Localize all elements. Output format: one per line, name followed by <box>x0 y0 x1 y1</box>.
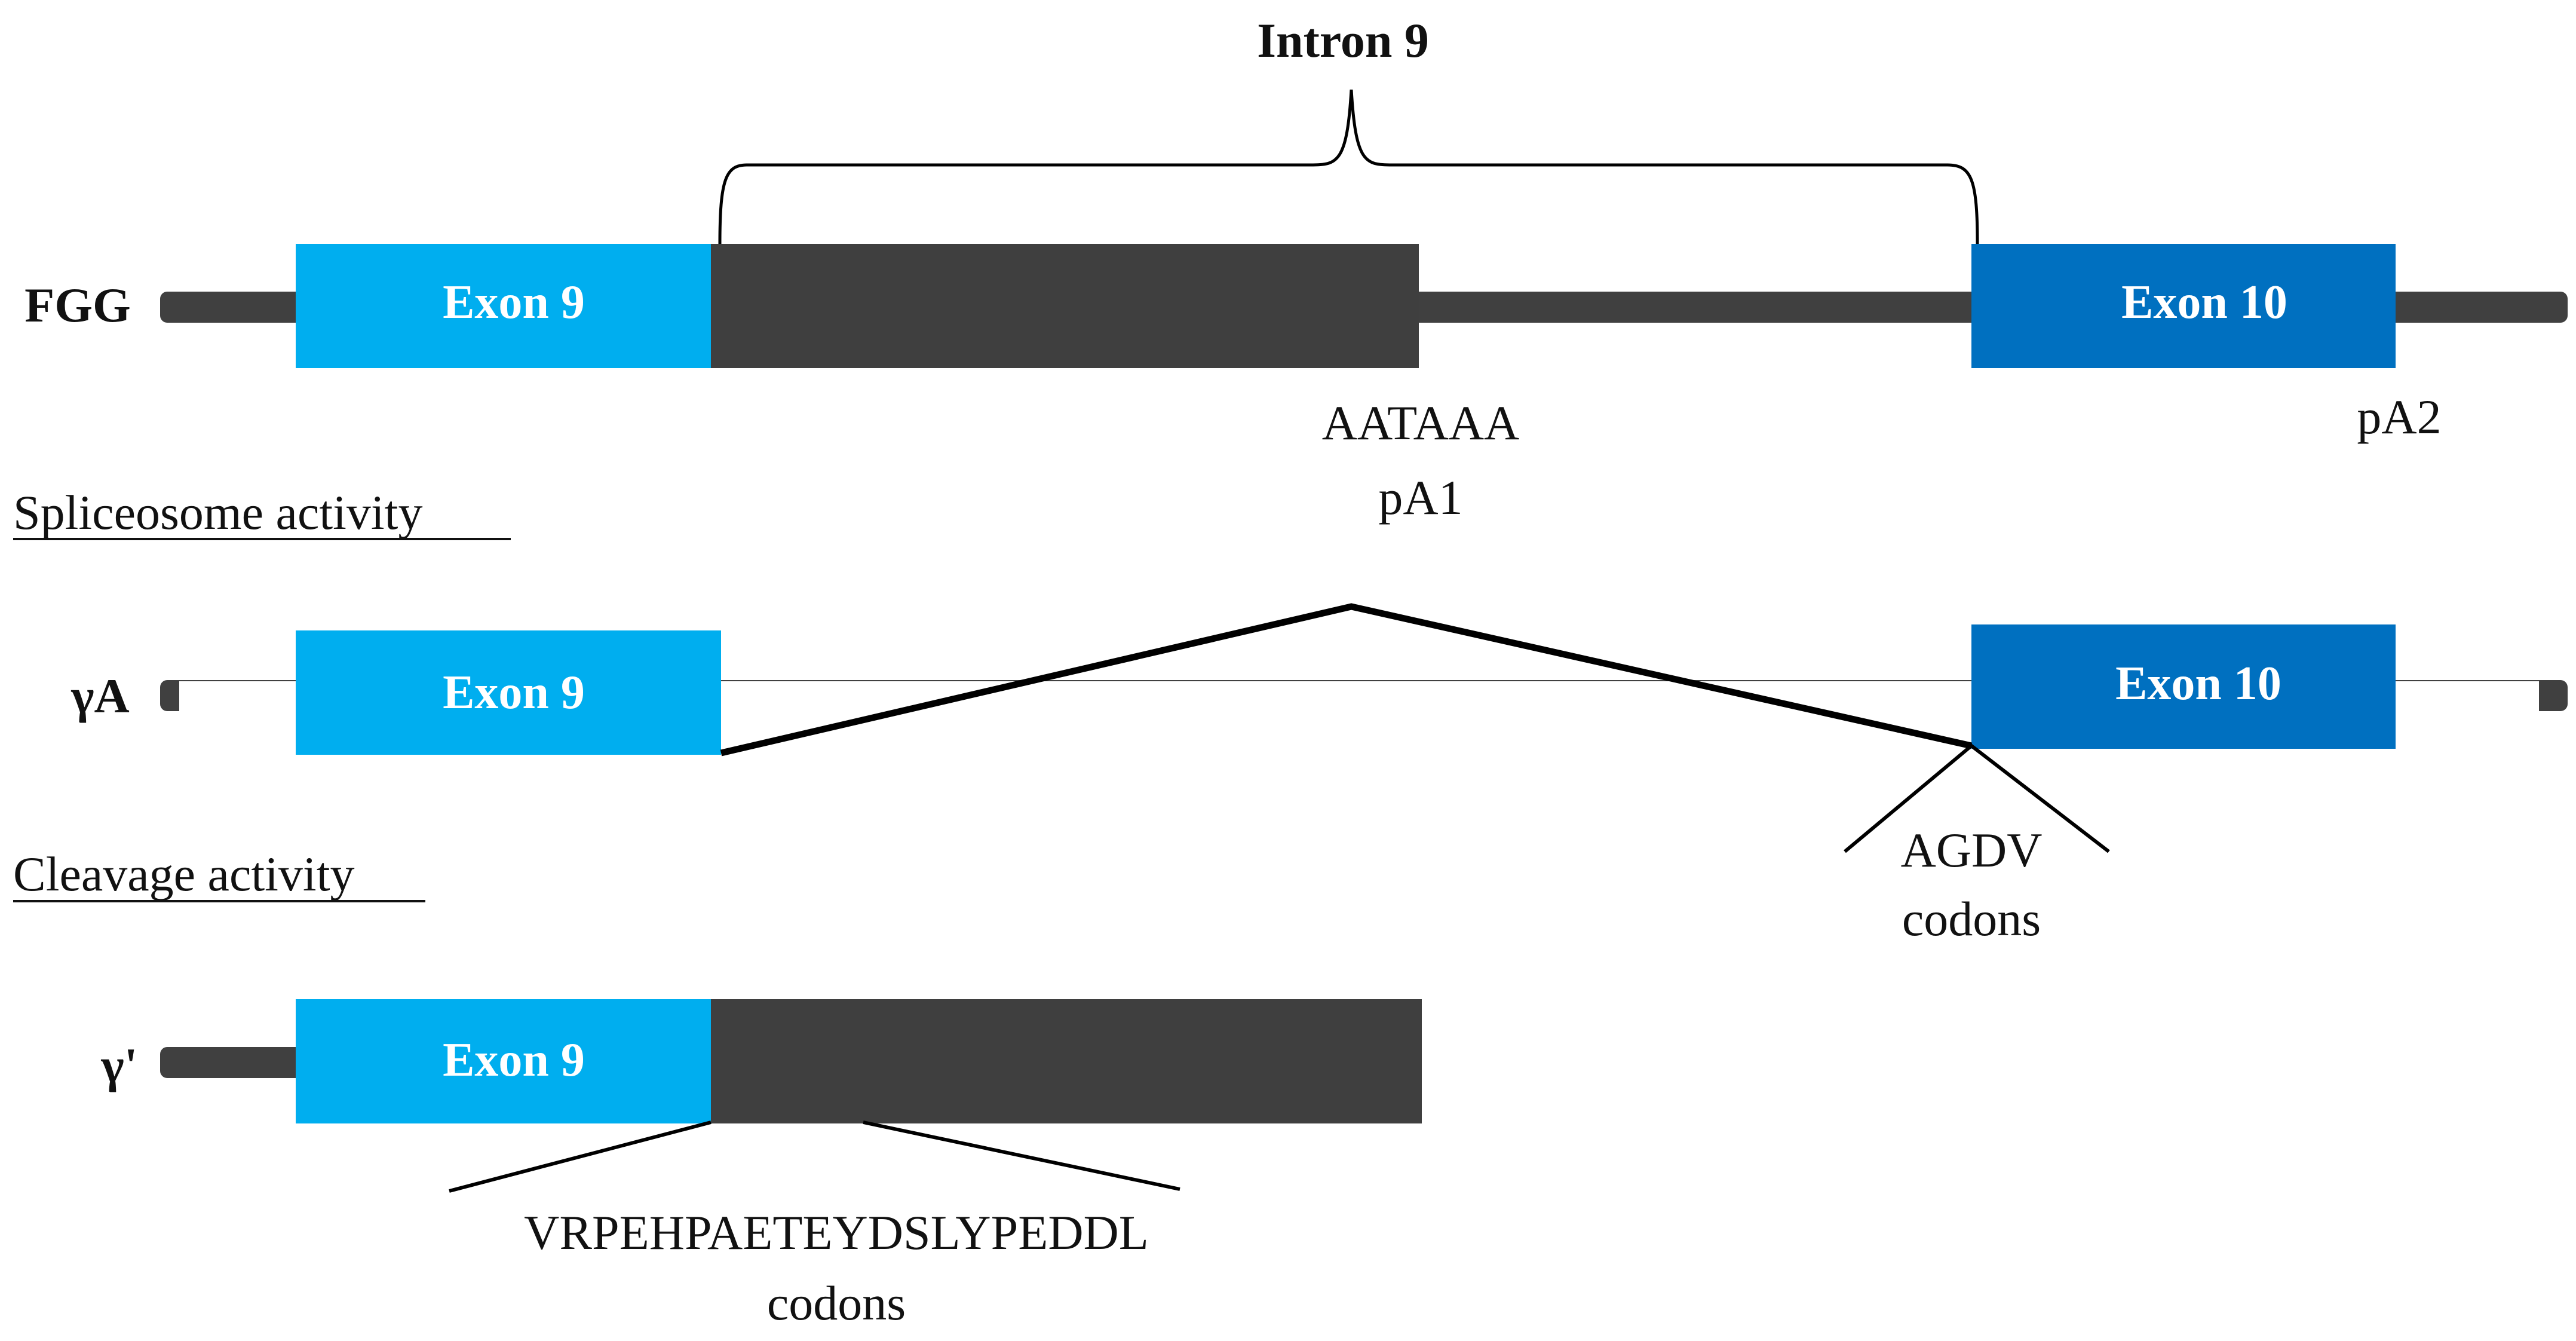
vrpe-codons-caption: codons <box>767 1276 906 1330</box>
gamma-prime-label: γ' <box>100 1038 137 1092</box>
agdv-codons: AGDV <box>1901 823 2043 877</box>
aataaa-signal: AATAAA <box>1322 396 1520 450</box>
gamma-a-exon-9-label: Exon 9 <box>443 666 585 719</box>
fgg-exon-10 <box>1971 244 2396 368</box>
vrpe-codons: VRPEHPAETEYDSLYPEDDL <box>524 1205 1149 1260</box>
spliceosome-activity-title: Spliceosome activity <box>13 485 422 540</box>
intron-9-label: Intron 9 <box>1257 13 1429 68</box>
cleavage-activity-title: Cleavage activity <box>13 847 354 901</box>
fgg-label: FGG <box>24 278 131 332</box>
gamma-prime-exon-9 <box>296 999 714 1123</box>
intron-bracket <box>718 89 1979 244</box>
gamma-a-exon-10-label: Exon 10 <box>2115 657 2281 710</box>
agdv-codons-caption: codons <box>1902 892 2041 946</box>
fgg-intron-retained <box>711 244 1419 368</box>
fgg-exon-9-label: Exon 9 <box>443 276 585 329</box>
gamma-a-exon-9 <box>296 630 721 755</box>
gamma-prime-exon-9-label: Exon 9 <box>443 1034 585 1086</box>
vrpe-callout-right <box>863 1120 1180 1191</box>
gamma-a-exon-10 <box>1971 624 2396 749</box>
pa2-label: pA2 <box>2357 390 2441 444</box>
vrpe-callout-left <box>449 1120 712 1193</box>
gamma-prime-intron-extension <box>711 999 1422 1123</box>
fgg-exon-9 <box>296 244 714 368</box>
splice-junction-line <box>720 603 1973 757</box>
agdv-callout-lines <box>1844 743 2110 853</box>
pa1-label: pA1 <box>1378 470 1462 525</box>
gamma-a-label: γA <box>70 669 130 723</box>
fgg-exon-10-label: Exon 10 <box>2121 276 2287 329</box>
